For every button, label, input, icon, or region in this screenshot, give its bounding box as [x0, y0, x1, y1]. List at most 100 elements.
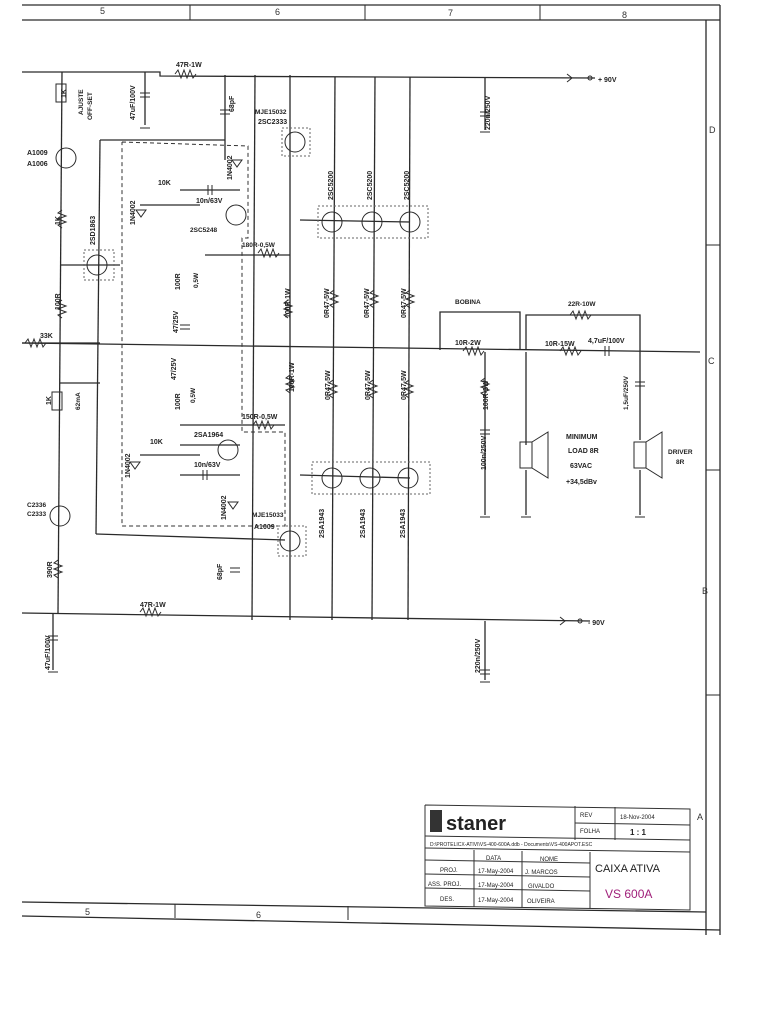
resistor-10r-2w-icon: [462, 345, 485, 357]
label-05w-top: 0,5W: [193, 272, 200, 288]
resistor-33k-icon: [24, 337, 47, 349]
label-offset: OFF-SET: [87, 92, 94, 120]
label-10k-bot: 10K: [150, 439, 163, 446]
resistor-symbols: [24, 68, 592, 618]
resistor-0r47-6-icon: [403, 379, 415, 399]
label-ajuste: AJUSTE: [78, 89, 85, 115]
label-2sc2333: 2SC2333: [258, 119, 287, 126]
resistor-0r47-5-icon: [367, 379, 379, 399]
transistor-2sa1964-icon: [217, 439, 239, 461]
label-1n4002-a: 1N4002: [130, 200, 137, 225]
des-label: DES.: [440, 897, 454, 903]
label-pot-1k: 1K: [61, 89, 68, 98]
label-100r-bot: 100R: [175, 393, 182, 410]
zone-label-6: 6: [275, 7, 280, 17]
label-1k-mid: 1K: [55, 216, 62, 225]
label-68pf-top: 68pF: [229, 95, 236, 112]
label-a1006: A1006: [27, 161, 48, 168]
label-10n-bot: 10n/63V: [194, 462, 221, 469]
label-1n4002-b: 1N4002: [227, 155, 234, 180]
ground-symbols: [48, 127, 645, 683]
label-dbv: +34,5dBv: [566, 479, 597, 486]
resistor-47r-bottom-icon: [139, 606, 162, 618]
label-100n: 100n/250V: [481, 435, 488, 470]
label-47r-bot: 47R-1W: [140, 602, 166, 609]
label-68pf-bot: 68pF: [217, 563, 224, 580]
aprov-label: ASS. PROJ.: [428, 882, 461, 888]
transistor-2sc5248-icon: [225, 204, 247, 226]
label-33k: 33K: [40, 333, 53, 340]
resistor-1k-mid-icon: [56, 209, 68, 229]
label-1n4002-d: 1N4002: [221, 495, 228, 520]
title-caixa-ativa: CAIXA ATIVA: [595, 863, 661, 875]
label-05w-bot: 0,5W: [190, 387, 197, 403]
transistor-mje15033-icon: [279, 530, 301, 552]
zone-label-c: C: [708, 356, 715, 366]
file-path: D:\PROTELICX-ATIVI\VS-400-600A.ddb - Doc…: [430, 842, 593, 848]
resistor-0r47-4-icon: [327, 379, 339, 399]
transistor-2sc5200-2-icon: [361, 211, 383, 233]
label-390r: 390R: [47, 561, 54, 578]
col-nome: NOME: [540, 857, 558, 863]
output-pnp-group-box: [311, 461, 431, 495]
transistor-symbols: [49, 131, 421, 552]
wiring: [21, 71, 701, 680]
label-220n-top: 220n/250V: [485, 95, 492, 130]
diode-symbols: [129, 159, 243, 510]
transistor-c2336-icon: [49, 505, 71, 527]
aprov-name: GIVALDO: [528, 884, 555, 890]
diode-1n4002-vert-bottom-icon: [227, 501, 239, 510]
resistor-180r-icon: [257, 247, 280, 259]
label-2sa1964: 2SA1964: [194, 432, 223, 439]
label-100r-5w: 100R-5W: [483, 380, 490, 410]
label-a1009: A1009: [27, 150, 48, 157]
output-npn-group-box: [317, 205, 429, 239]
resistor-0r47-3-icon: [404, 289, 416, 309]
label-0r47-2: 0R47-5W: [364, 288, 371, 318]
label-2sc5200-2: 2SC5200: [367, 171, 374, 200]
speaker-driver: [633, 431, 663, 479]
staner-logo-mark-icon: [430, 810, 442, 832]
transistor-2sa1943-3-icon: [397, 467, 419, 489]
label-c2336: C2336: [27, 502, 47, 509]
proj-label: PROJ.: [440, 868, 458, 874]
speaker-load-icon: [519, 441, 533, 469]
label-2sc5200-3: 2SC5200: [404, 171, 411, 200]
transistor-2sd1863-icon: [86, 254, 108, 276]
label-100r-1w-top: 100R-1W: [285, 288, 292, 318]
transistor-2sc5200-1-icon: [321, 211, 343, 233]
label-2sd1863: 2SD1863: [90, 216, 97, 245]
label-2sc5248: 2SC5248: [190, 227, 217, 234]
driver-stage-box: [121, 141, 286, 527]
label-bobina: BOBINA: [455, 299, 481, 306]
bias-trimpot-icon: [51, 391, 63, 411]
zone-label-5: 5: [100, 6, 105, 16]
label-0r47-1: 0R47-5W: [324, 288, 331, 318]
label-100r-1w-bot: 100R-1W: [289, 362, 296, 392]
pos-rail-label: + 90V: [598, 77, 617, 84]
label-2sa1943-2: 2SA1943: [360, 509, 367, 538]
diode-1n4002-top-icon: [135, 209, 147, 218]
label-2sa1943-3: 2SA1943: [400, 509, 407, 538]
proj-name: J. MARCOS: [525, 870, 558, 876]
neg-rail-connector: [559, 616, 583, 626]
label-4u7: 4,7uF/100V: [588, 338, 625, 345]
resistor-100r-5w-icon: [479, 377, 491, 397]
label-47uf-bot: 47uF/100V: [45, 635, 52, 670]
label-100r-top: 100R: [175, 273, 182, 290]
label-0r47-5: 0R47-5W: [365, 370, 372, 400]
speaker-driver-icon: [633, 441, 647, 469]
resistor-0r47-1-icon: [328, 289, 340, 309]
label-10r-2w: 10R-2W: [455, 340, 481, 347]
label-47uf-top: 47uF/100V: [130, 85, 137, 120]
label-1u5: 1,5uF/250V: [623, 375, 630, 410]
diode-1n4002-vert-top-icon: [231, 159, 243, 168]
resistor-10r-15w-icon: [559, 345, 582, 357]
diode-1n4002-bottom-icon: [129, 461, 141, 470]
zone-label-6-bottom: 6: [256, 910, 261, 920]
transistor-2sc5200-3-icon: [399, 211, 421, 233]
proj-date: 17-May-2004: [478, 869, 514, 875]
col-data: DATA: [486, 856, 501, 862]
resistor-0r47-2-icon: [368, 289, 380, 309]
label-2sc5200-1: 2SC5200: [328, 171, 335, 200]
